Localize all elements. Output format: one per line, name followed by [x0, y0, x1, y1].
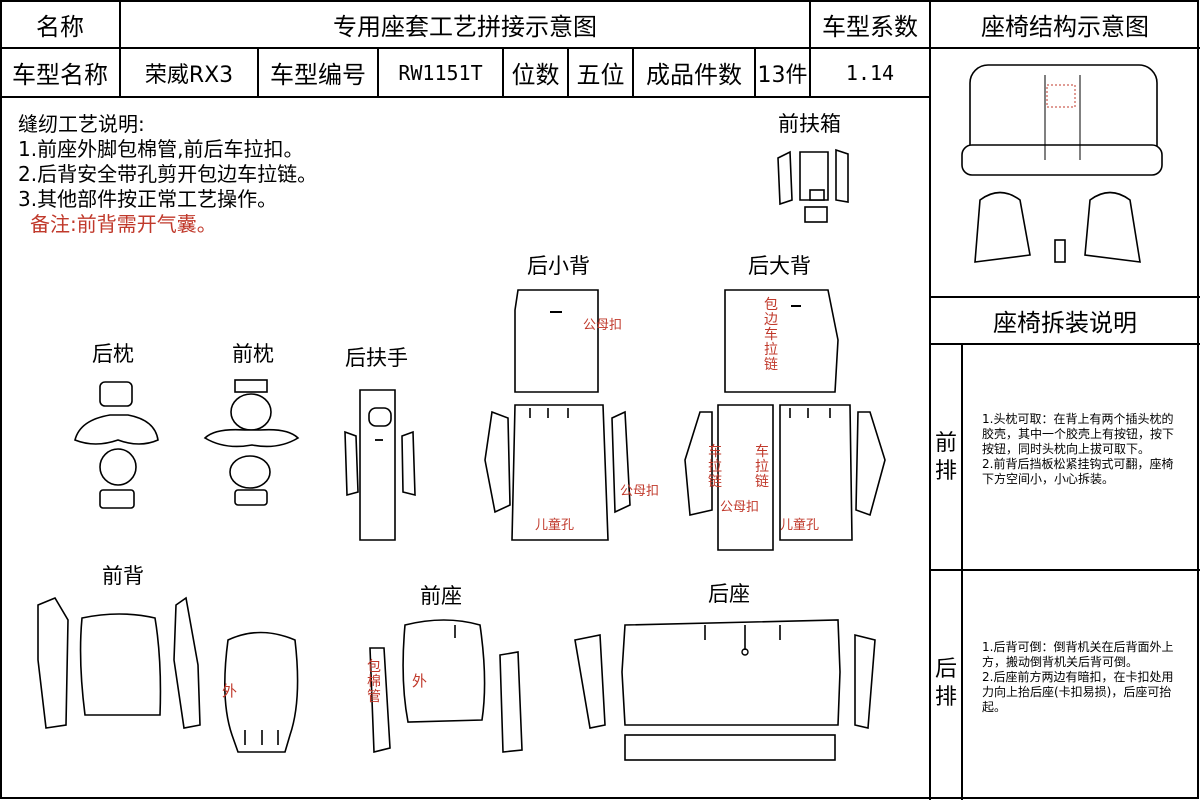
notes-title: 缝纫工艺说明: — [18, 112, 145, 136]
annotation-child-hole-right: 儿童孔 — [780, 518, 820, 533]
annotation-child-hole-left: 儿童孔 — [535, 518, 575, 533]
annotation-outer-front-seat: 外 — [222, 682, 238, 700]
label-rear-small-back: 后小背 — [527, 254, 590, 278]
label-front-seat: 前座 — [420, 584, 462, 608]
rear-row-instructions: 1.后背可倒：倒背机关在后背面外上方，搬动倒背机关后背可倒。 2.后座前方两边有… — [982, 640, 1174, 714]
annotation-buckle-big-back: 公母扣 — [720, 500, 760, 515]
front-row-label: 前 排 — [934, 431, 957, 484]
front-pillow-pieces — [203, 379, 300, 506]
annotation-buckle-small-back: 公母扣 — [583, 318, 623, 333]
front-back-pieces — [37, 596, 201, 729]
notes-item-3: 3.其他部件按正常工艺操作。 — [18, 187, 278, 211]
name-label: 名称 — [36, 12, 84, 41]
model-code-label: 车型编号 — [270, 61, 366, 89]
label-rear-armrest: 后扶手 — [345, 346, 408, 370]
annotation-edge-zipper: 包 边 车 拉 链 — [764, 297, 778, 373]
seats-value: 五位 — [576, 61, 625, 89]
rear-pillow-pieces — [74, 381, 159, 509]
label-front-back: 前背 — [102, 564, 144, 588]
front-seat-pieces — [224, 619, 523, 754]
seat-structure-thumbnail — [961, 64, 1163, 263]
structure-title: 座椅结构示意图 — [981, 12, 1149, 41]
label-rear-seat: 后座 — [708, 582, 750, 606]
front-row-instructions: 1.头枕可取：在背上有两个插头枕的胶壳，其中一个胶壳上有按钮，按下按钮，同时头枕… — [982, 412, 1175, 486]
model-name-label: 车型名称 — [12, 61, 108, 89]
rear-armrest-pieces — [344, 389, 416, 541]
coef-label: 车型系数 — [822, 12, 918, 41]
seats-label: 位数 — [511, 61, 560, 89]
front-armrest-pieces — [777, 148, 849, 223]
coef-value: 1.14 — [845, 60, 895, 85]
model-name-value: 荣威RX3 — [144, 62, 234, 88]
label-front-pillow: 前枕 — [232, 342, 274, 366]
pieces-value: 13件 — [757, 62, 808, 88]
notes-item-1: 1.前座外脚包棉管,前后车拉扣。 — [18, 137, 304, 161]
annotation-zipper-right: 车 拉 链 — [755, 444, 769, 490]
pieces-label: 成品件数 — [646, 61, 742, 89]
disassembly-title: 座椅拆装说明 — [993, 309, 1137, 337]
rear-seat-pieces — [574, 619, 876, 761]
notes-item-2: 2.后背安全带孔剪开包边车拉链。 — [18, 162, 318, 186]
model-code-value: RW1151T — [398, 60, 483, 85]
label-rear-big-back: 后大背 — [748, 254, 811, 278]
notes-remark: 备注:前背需开气囊。 — [30, 212, 217, 236]
rear-big-back-pieces — [684, 289, 886, 551]
sewing-notes: 缝纫工艺说明: 1.前座外脚包棉管,前后车拉扣。 2.后背安全带孔剪开包边车拉链… — [18, 112, 317, 237]
annotation-outer-front-seat-2: 外 — [412, 672, 428, 690]
page-title: 专用座套工艺拼接示意图 — [333, 12, 597, 41]
label-rear-pillow: 后枕 — [92, 342, 134, 366]
rear-small-back-pieces — [484, 289, 631, 541]
rear-row-label: 后 排 — [934, 657, 957, 710]
annotation-buckle-middle: 公母扣 — [620, 484, 660, 499]
annotation-zipper-left: 车 拉 链 — [708, 444, 722, 490]
label-front-armrest: 前扶箱 — [778, 112, 841, 136]
annotation-cotton-tube: 包 棉 管 — [367, 659, 381, 705]
